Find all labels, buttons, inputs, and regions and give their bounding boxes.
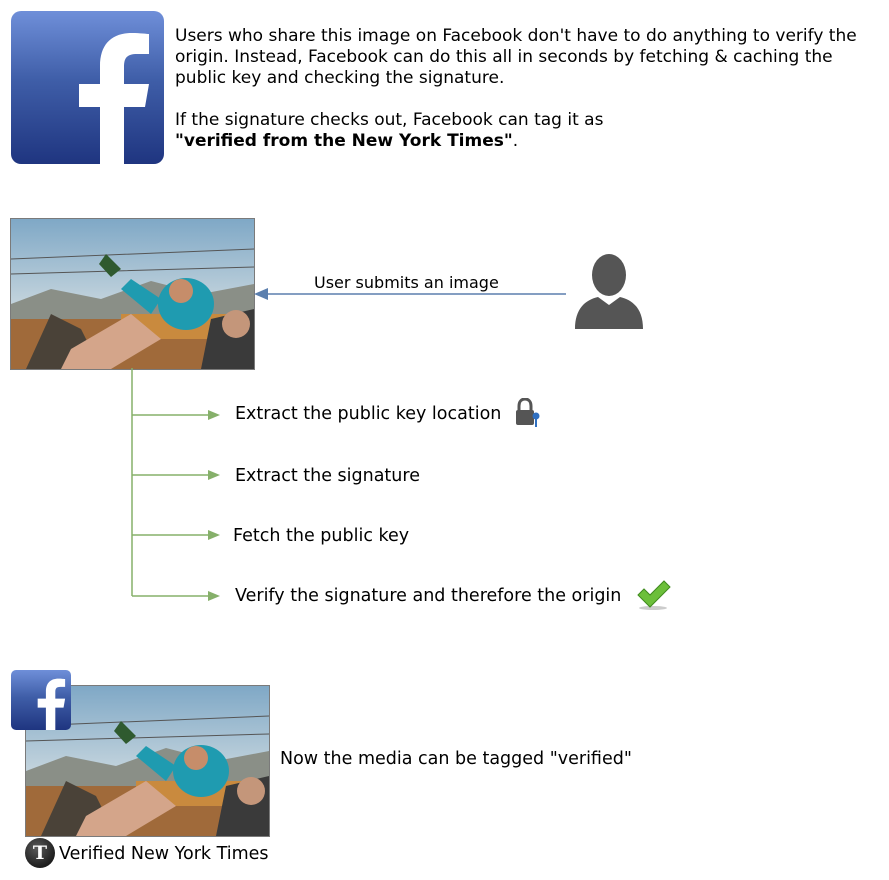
user-silhouette-icon bbox=[573, 253, 645, 331]
submit-arrow bbox=[254, 288, 566, 300]
step-verify-signature: Verify the signature and therefore the o… bbox=[235, 586, 622, 606]
intro-prefix: If the signature checks out, Facebook ca… bbox=[175, 110, 604, 130]
verified-nyt-emphasis: "verified from the New York Times" bbox=[175, 131, 513, 151]
intro-suffix: . bbox=[512, 131, 519, 151]
tagged-image bbox=[25, 685, 270, 837]
intro-paragraph-1: Users who share this image on Facebook d… bbox=[175, 26, 857, 88]
nyt-logo-icon: T bbox=[25, 838, 55, 868]
verified-tag-text: Now the media can be tagged "verified" bbox=[280, 749, 632, 769]
checkmark-icon bbox=[636, 579, 672, 611]
submitted-image bbox=[10, 218, 255, 370]
verified-nyt-caption: Verified New York Times bbox=[59, 844, 269, 864]
step-fetch-public-key: Fetch the public key bbox=[233, 526, 410, 546]
lock-key-icon bbox=[515, 397, 541, 428]
step-extract-signature: Extract the signature bbox=[235, 466, 420, 486]
submit-label: User submits an image bbox=[314, 273, 499, 292]
facebook-badge-icon bbox=[11, 670, 71, 730]
facebook-logo-icon bbox=[11, 11, 164, 164]
process-connectors bbox=[131, 368, 220, 601]
intro-text: Users who share this image on Facebook d… bbox=[175, 26, 885, 152]
intro-paragraph-2: If the signature checks out, Facebook ca… bbox=[175, 110, 885, 152]
step-extract-key-location: Extract the public key location bbox=[235, 404, 502, 424]
